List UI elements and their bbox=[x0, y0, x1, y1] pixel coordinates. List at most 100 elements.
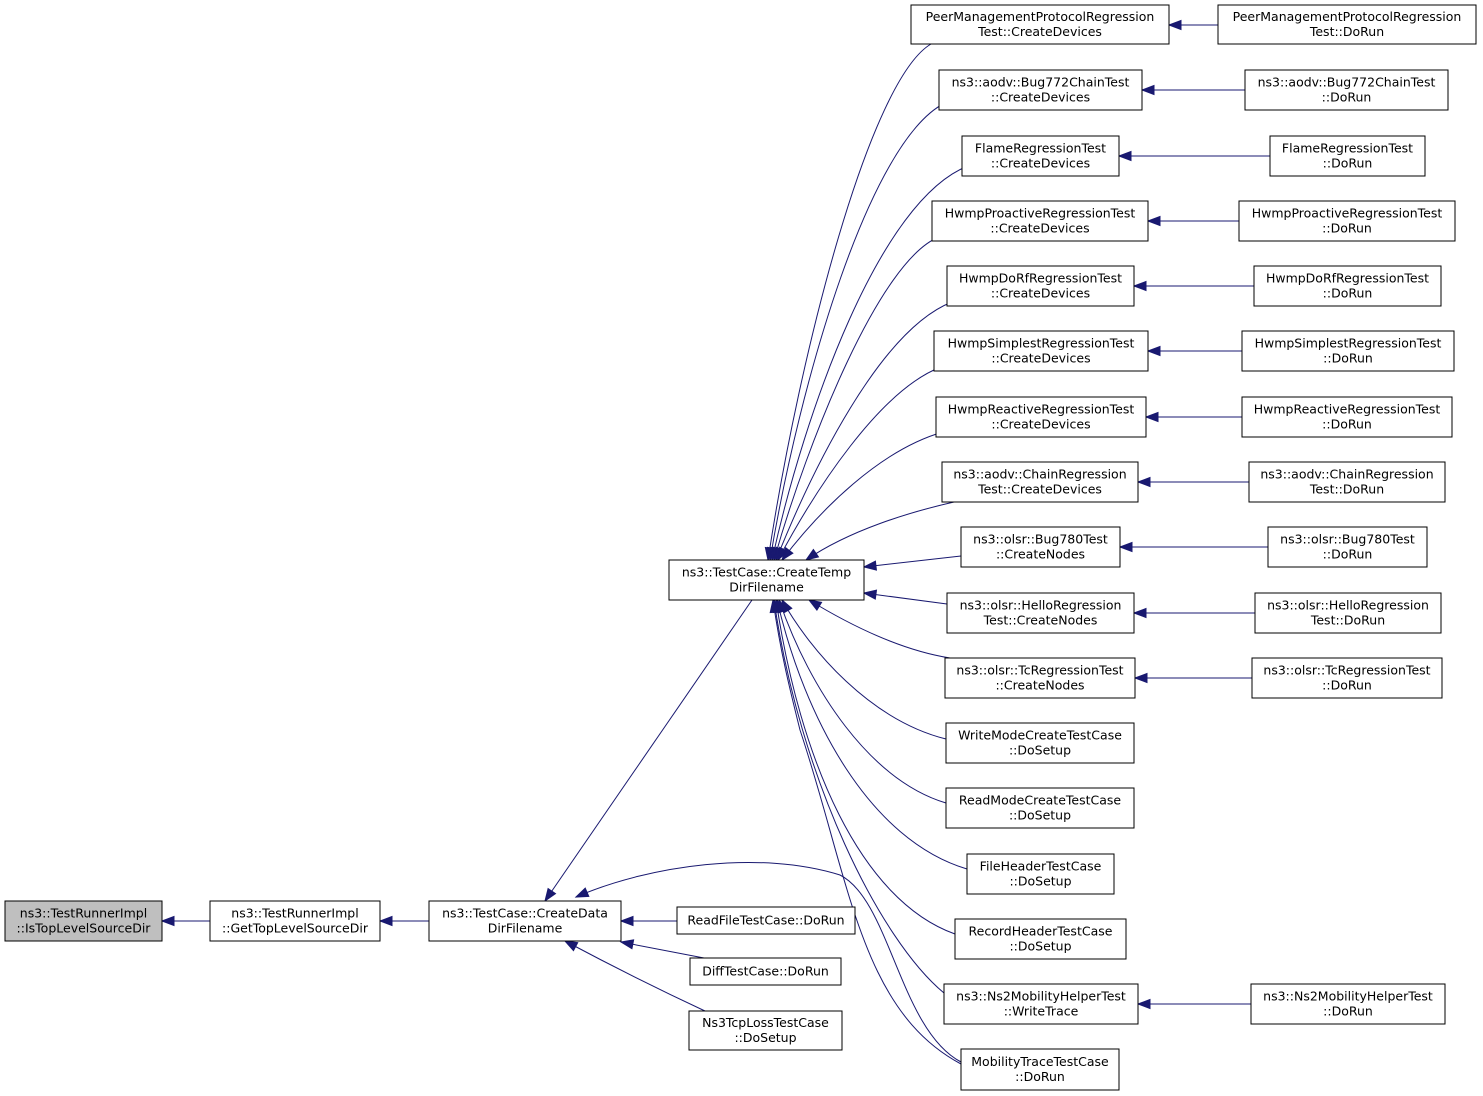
edge-n2-to-n1 bbox=[378, 915, 429, 927]
edge-n1-to-n0 bbox=[160, 915, 210, 927]
node-box bbox=[1244, 69, 1449, 111]
node-box bbox=[946, 592, 1135, 634]
edge-arrowhead bbox=[1117, 150, 1132, 162]
graph-node-c15[interactable]: RecordHeaderTestCase::DoSetup bbox=[954, 918, 1127, 960]
edge-line bbox=[808, 599, 951, 659]
node-box bbox=[4, 900, 163, 942]
graph-node-c4[interactable]: HwmpProactiveRegressionTest::CreateDevic… bbox=[931, 200, 1149, 242]
edge-arrowhead bbox=[563, 940, 579, 952]
node-box bbox=[1241, 330, 1455, 372]
graph-node-c8[interactable]: ns3::aodv::ChainRegressionTest::CreateDe… bbox=[941, 461, 1139, 503]
edge-arrowhead bbox=[1146, 215, 1161, 227]
edge-c1-to-n3 bbox=[764, 43, 932, 562]
node-label-line: ns3::olsr::HelloRegression bbox=[960, 598, 1122, 613]
node-label-line: Test::CreateNodes bbox=[983, 613, 1098, 628]
edge-n7-to-n3 bbox=[769, 598, 962, 1065]
graph-node-n6[interactable]: Ns3TcpLossTestCase::DoSetup bbox=[688, 1010, 843, 1051]
edge-line bbox=[775, 599, 956, 935]
edge-line bbox=[805, 501, 955, 561]
node-box bbox=[209, 900, 381, 942]
graph-node-d9[interactable]: ns3::olsr::Bug780Test::DoRun bbox=[1267, 526, 1428, 568]
edge-d4-to-c4 bbox=[1146, 215, 1239, 227]
edge-d16-to-c16 bbox=[1136, 998, 1251, 1010]
node-box bbox=[943, 983, 1139, 1025]
graph-node-n1[interactable]: ns3::TestRunnerImpl::GetTopLevelSourceDi… bbox=[209, 900, 381, 942]
node-label-line: ::GetTopLevelSourceDir bbox=[222, 921, 369, 936]
edge-line bbox=[564, 940, 706, 1012]
graph-node-c3[interactable]: FlameRegressionTest::CreateDevices bbox=[961, 135, 1120, 177]
node-label-line: HwmpProactiveRegressionTest bbox=[1252, 206, 1443, 221]
graph-node-c13[interactable]: ReadModeCreateTestCase::DoSetup bbox=[945, 787, 1135, 829]
graph-node-n4[interactable]: ReadFileTestCase::DoRun bbox=[676, 906, 856, 935]
graph-node-n7[interactable]: MobilityTraceTestCase::DoRun bbox=[960, 1048, 1120, 1091]
node-label-line: DiffTestCase::DoRun bbox=[702, 964, 829, 979]
edge-arrowhead bbox=[1133, 672, 1148, 684]
edge-arrowhead bbox=[862, 560, 878, 571]
node-label-line: PeerManagementProtocolRegression bbox=[926, 9, 1155, 24]
node-label-line: ::CreateDevices bbox=[991, 286, 1090, 301]
graph-node-d5[interactable]: HwmpDoRfRegressionTest::DoRun bbox=[1253, 265, 1442, 307]
graph-node-d16[interactable]: ns3::Ns2MobilityHelperTest::DoRun bbox=[1250, 983, 1446, 1025]
graph-node-c2[interactable]: ns3::aodv::Bug772ChainTest::CreateDevice… bbox=[938, 69, 1143, 111]
edge-line bbox=[769, 102, 946, 561]
node-box bbox=[1241, 396, 1453, 438]
graph-node-d1[interactable]: PeerManagementProtocolRegressionTest::Do… bbox=[1217, 4, 1477, 45]
node-label-line: ::DoSetup bbox=[1009, 743, 1071, 758]
edge-n4-to-n2 bbox=[619, 915, 677, 927]
graph-node-d11[interactable]: ns3::olsr::TcRegressionTest::DoRun bbox=[1251, 657, 1443, 699]
graph-node-c9[interactable]: ns3::olsr::Bug780Test::CreateNodes bbox=[960, 526, 1121, 568]
edge-line bbox=[778, 599, 947, 804]
graph-node-c10[interactable]: ns3::olsr::HelloRegressionTest::CreateNo… bbox=[946, 592, 1135, 634]
graph-node-c16[interactable]: ns3::Ns2MobilityHelperTest::WriteTrace bbox=[943, 983, 1139, 1025]
edge-arrowhead bbox=[1167, 19, 1182, 31]
node-box bbox=[945, 787, 1135, 829]
edge-arrowhead bbox=[804, 548, 820, 561]
node-label-line: ns3::TestRunnerImpl bbox=[20, 906, 147, 921]
graph-node-c12[interactable]: WriteModeCreateTestCase::DoSetup bbox=[945, 722, 1135, 764]
node-label-line: ::DoRun bbox=[1015, 1069, 1065, 1084]
nodes-layer: ns3::TestRunnerImpl::IsTopLevelSourceDir… bbox=[4, 4, 1477, 1091]
node-label-line: HwmpDoRfRegressionTest bbox=[959, 271, 1122, 286]
node-box bbox=[935, 396, 1147, 438]
node-box bbox=[946, 265, 1135, 307]
edge-d11-to-c11 bbox=[1133, 672, 1252, 684]
graph-node-n5[interactable]: DiffTestCase::DoRun bbox=[689, 957, 842, 986]
node-label-line: ::DoRun bbox=[1323, 547, 1373, 562]
graph-node-d6[interactable]: HwmpSimplestRegressionTest::DoRun bbox=[1241, 330, 1455, 372]
graph-node-c6[interactable]: HwmpSimplestRegressionTest::CreateDevice… bbox=[933, 330, 1149, 372]
graph-node-c14[interactable]: FileHeaderTestCase::DoSetup bbox=[966, 853, 1115, 895]
edge-d1-to-c1 bbox=[1167, 19, 1218, 31]
node-label-line: ns3::TestCase::CreateTemp bbox=[682, 565, 851, 580]
node-label-line: HwmpSimplestRegressionTest bbox=[948, 336, 1135, 351]
node-label-line: ReadModeCreateTestCase bbox=[959, 793, 1122, 808]
node-label-line: ns3::olsr::TcRegressionTest bbox=[956, 663, 1123, 678]
node-label-line: ns3::olsr::Bug780Test bbox=[1280, 532, 1415, 547]
graph-node-d2[interactable]: ns3::aodv::Bug772ChainTest::DoRun bbox=[1244, 69, 1449, 111]
node-label-line: ::DoSetup bbox=[1009, 874, 1071, 889]
node-label-line: DirFilename bbox=[729, 580, 804, 595]
graph-node-d7[interactable]: HwmpReactiveRegressionTest::DoRun bbox=[1241, 396, 1453, 438]
graph-node-c1[interactable]: PeerManagementProtocolRegressionTest::Cr… bbox=[910, 4, 1170, 45]
graph-node-c7[interactable]: HwmpReactiveRegressionTest::CreateDevice… bbox=[935, 396, 1147, 438]
graph-node-d3[interactable]: FlameRegressionTest::DoRun bbox=[1269, 135, 1426, 177]
node-label-line: ::DoSetup bbox=[1009, 808, 1071, 823]
graph-node-c5[interactable]: HwmpDoRfRegressionTest::CreateDevices bbox=[946, 265, 1135, 307]
edge-line bbox=[863, 555, 962, 568]
node-label-line: ::DoRun bbox=[1322, 90, 1372, 105]
node-label-line: ::CreateDevices bbox=[991, 351, 1090, 366]
node-label-line: ns3::TestCase::CreateData bbox=[442, 906, 608, 921]
edge-d5-to-c5 bbox=[1132, 280, 1254, 292]
graph-node-c11[interactable]: ns3::olsr::TcRegressionTest::CreateNodes bbox=[944, 657, 1136, 699]
edge-arrowhead bbox=[160, 915, 175, 927]
graph-node-d4[interactable]: HwmpProactiveRegressionTest::DoRun bbox=[1238, 200, 1456, 242]
edge-d7-to-c7 bbox=[1144, 411, 1242, 423]
node-box bbox=[1254, 592, 1442, 634]
node-box bbox=[910, 4, 1170, 45]
edge-n7-to-n2 bbox=[574, 861, 962, 1063]
edge-arrowhead bbox=[619, 915, 634, 927]
edge-arrowhead bbox=[544, 887, 557, 903]
